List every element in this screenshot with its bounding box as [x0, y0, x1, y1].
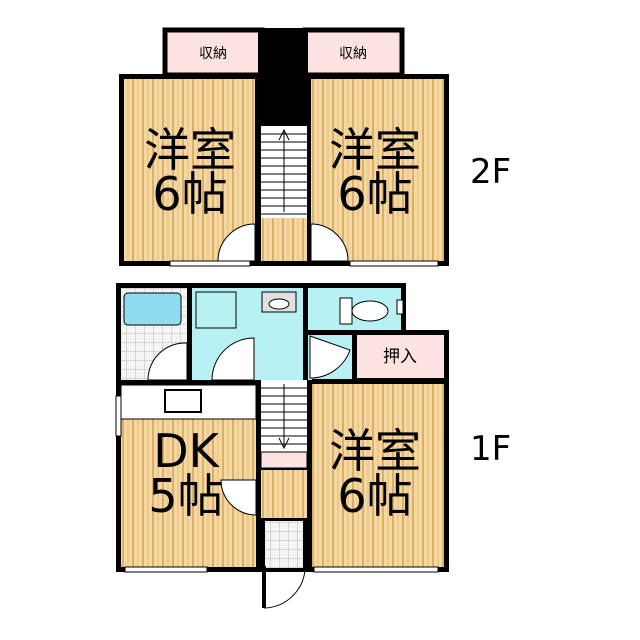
kitchen-sink: [164, 389, 202, 413]
floor-label-1f: 1F: [470, 429, 511, 469]
door-swing-2f-left: [217, 223, 256, 262]
bathtub: [123, 292, 182, 326]
bedroom-1f-type: 洋室: [329, 424, 421, 478]
storage-right-label: 収納: [339, 46, 367, 62]
entrance-floor: [265, 521, 303, 568]
bedroom-2f-right-type: 洋室: [329, 123, 421, 177]
storage-left-label: 収納: [199, 46, 227, 62]
bedroom-1f: [312, 383, 444, 567]
second-floor: 収納 収納: [119, 27, 511, 267]
door-swing-2f-right: [310, 223, 349, 262]
closet-label: 押入: [383, 347, 417, 367]
entrance-door: [262, 566, 306, 609]
floor-label-2f: 2F: [470, 152, 511, 192]
bedroom-2f-right: [311, 79, 444, 261]
closet: [357, 335, 444, 378]
first-floor: 押入: [115, 283, 511, 609]
bedroom-2f-left-type: 洋室: [144, 123, 236, 177]
washing-machine-space: [195, 291, 237, 329]
bedroom-1f-size: 6帖: [337, 469, 412, 523]
toilet-bowl: [351, 300, 389, 322]
dk-size: 5帖: [148, 469, 223, 523]
dk-type: DK: [153, 424, 220, 478]
staircase-2f: [261, 126, 307, 218]
bedroom-2f-right-size: 6帖: [337, 167, 412, 221]
staircase-1f: [261, 380, 307, 452]
bedroom-2f-left-size: 6帖: [152, 167, 227, 221]
